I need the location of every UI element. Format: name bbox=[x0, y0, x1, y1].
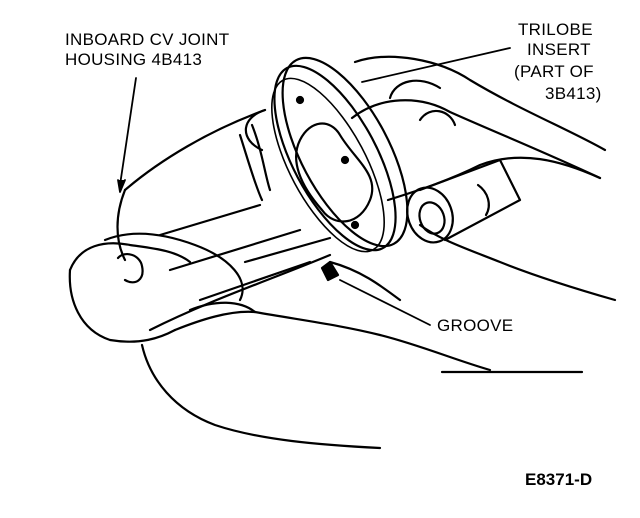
figure-id: E8371-D bbox=[525, 470, 593, 489]
housing-label-line2: HOUSING 4B413 bbox=[65, 50, 203, 69]
trilobe-label-line3: (PART OF bbox=[514, 62, 594, 81]
shaft bbox=[406, 158, 522, 244]
trilobe-label-line2: INSERT bbox=[527, 40, 591, 59]
leader-lines bbox=[117, 47, 511, 326]
trilobe-insert bbox=[271, 56, 409, 253]
groove-label: GROOVE bbox=[437, 316, 514, 335]
lower-hand bbox=[68, 232, 584, 450]
trilobe-label-line4: 3B413) bbox=[545, 84, 602, 103]
housing-label-line1: INBOARD CV JOINT bbox=[65, 30, 230, 49]
cv-joint-housing bbox=[116, 108, 332, 332]
trilobe-label-line1: TRILOBE bbox=[518, 20, 593, 39]
